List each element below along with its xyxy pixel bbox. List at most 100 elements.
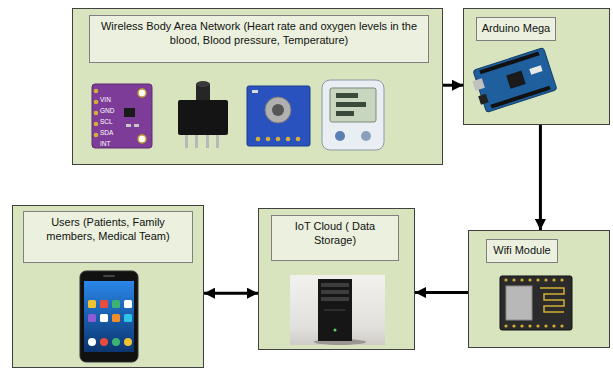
smartphone-part: [80, 271, 138, 362]
pressure-sensor-part: [216, 135, 219, 148]
server-tower: [290, 275, 385, 345]
component-panel: Users (Patients, Family members, Medical…: [12, 205, 204, 368]
pulse-oximeter-board-part: [138, 135, 146, 143]
arduino-board-part: [478, 94, 488, 105]
pulse-oximeter-board-part: [94, 122, 99, 127]
pressure-sensor-part: [195, 135, 198, 148]
server-tower-part: [321, 297, 349, 301]
smartphone-part-part: [124, 338, 132, 346]
flow-arrow: [415, 291, 468, 294]
smartphone-part-part: [88, 338, 96, 346]
pin-label: VIN: [100, 96, 111, 103]
temperature-sensor-board-part: [252, 90, 258, 93]
server-tower-part: [318, 279, 352, 341]
temperature-sensor-board: [247, 86, 310, 146]
flow-arrow: [443, 84, 463, 87]
arduino-board: [469, 48, 557, 114]
wifi-module-part-part: [552, 324, 555, 327]
arduino-board-part: [529, 65, 542, 74]
wifi-module-part-part: [552, 278, 555, 281]
smartphone-part-part: [100, 338, 108, 346]
smartphone-part-part: [100, 314, 108, 322]
wifi-module-part: [500, 276, 572, 330]
wifi-module-part-part: [504, 278, 507, 281]
temperature-sensor-board-part: [296, 137, 301, 142]
pulse-oximeter-board-part: [92, 84, 152, 148]
smartphone-part-part: [112, 338, 120, 346]
wifi-module-part: [506, 286, 532, 320]
arduino-board-part: [506, 71, 526, 89]
pulse-oximeter-board-part: [134, 124, 139, 127]
pressure-sensor-part: [196, 81, 210, 87]
server-tower-part: [324, 310, 346, 311]
blood-pressure-monitor-part: [335, 131, 345, 141]
server-tower-part: [290, 275, 385, 345]
smartphone-part-part: [88, 314, 96, 322]
pin-label: SCL: [100, 118, 113, 125]
wifi-module-part-part: [560, 324, 563, 327]
pin-label: GND: [100, 107, 114, 114]
pulse-oximeter-board-part: [126, 124, 131, 127]
temperature-sensor-board-part: [247, 86, 310, 146]
smartphone-part-part: [112, 314, 120, 322]
smartphone-part-part: [100, 300, 108, 308]
server-tower-part: [334, 329, 337, 332]
smartphone: [80, 271, 138, 362]
wifi-module-part-part: [560, 278, 563, 281]
wifi-module-part-part: [512, 278, 515, 281]
wifi-module-part: [504, 278, 563, 327]
smartphone-part: [84, 281, 134, 352]
blood-pressure-monitor-part: [330, 88, 376, 122]
blood-pressure-monitor-part: [336, 102, 366, 107]
smartphone-part-part: [124, 300, 132, 308]
panel-title: Arduino Mega: [476, 17, 556, 41]
wifi-module-part-part: [520, 324, 523, 327]
pulse-oximeter-board-part: [94, 89, 99, 94]
wifi-module-part-part: [544, 278, 547, 281]
pulse-oximeter-board: [92, 84, 152, 148]
flow-arrow: [539, 125, 542, 230]
wifi-module-part-part: [544, 324, 547, 327]
flow-arrow: [204, 292, 258, 295]
temperature-sensor-board-part: [266, 137, 271, 142]
wifi-module-part-part: [512, 324, 515, 327]
panel-title: Wifi Module: [486, 239, 558, 263]
pulse-oximeter-board-part: [138, 89, 146, 97]
pressure-sensor: [178, 81, 228, 148]
smartphone-part-part: [124, 314, 132, 322]
wifi-module-part: [540, 288, 564, 312]
temperature-sensor-board-part: [272, 104, 284, 116]
component-panel: Arduino Mega: [463, 8, 610, 125]
pressure-sensor-part: [178, 100, 228, 135]
temperature-sensor-board-part: [286, 137, 291, 142]
blood-pressure-monitor-part: [336, 93, 358, 98]
wifi-module-part-part: [504, 324, 507, 327]
smartphone-part: [103, 275, 115, 277]
temperature-sensor-board-part: [256, 137, 261, 142]
pin-label: INT: [100, 140, 110, 147]
pulse-oximeter-board-part: [124, 108, 135, 117]
pin-label-anchor: VIN: [100, 88, 111, 106]
pressure-sensor-part: [206, 135, 209, 148]
smartphone-part-part: [88, 300, 96, 308]
wifi-module-part-part: [520, 278, 523, 281]
wifi-module-part-part: [536, 324, 539, 327]
wifi-module-part-part: [528, 278, 531, 281]
server-tower-part: [321, 283, 349, 287]
pin-label: SDA: [100, 129, 113, 136]
smartphone-part-part: [112, 300, 120, 308]
arduino-board-part: [473, 48, 557, 113]
blood-pressure-monitor-part: [322, 80, 384, 150]
arduino-board-part: [472, 78, 485, 91]
server-tower-part: [314, 339, 366, 345]
pulse-oximeter-board-part: [94, 111, 99, 116]
pulse-oximeter-board-part: [94, 133, 99, 138]
temperature-sensor-board-part: [265, 97, 291, 123]
panel-title: Wireless Body Area Network (Heart rate a…: [89, 15, 429, 63]
arduino-board-part: [490, 86, 550, 109]
blood-pressure-monitor: [322, 80, 384, 150]
wifi-module-part-part: [536, 278, 539, 281]
arduino-board-part: [479, 51, 539, 74]
